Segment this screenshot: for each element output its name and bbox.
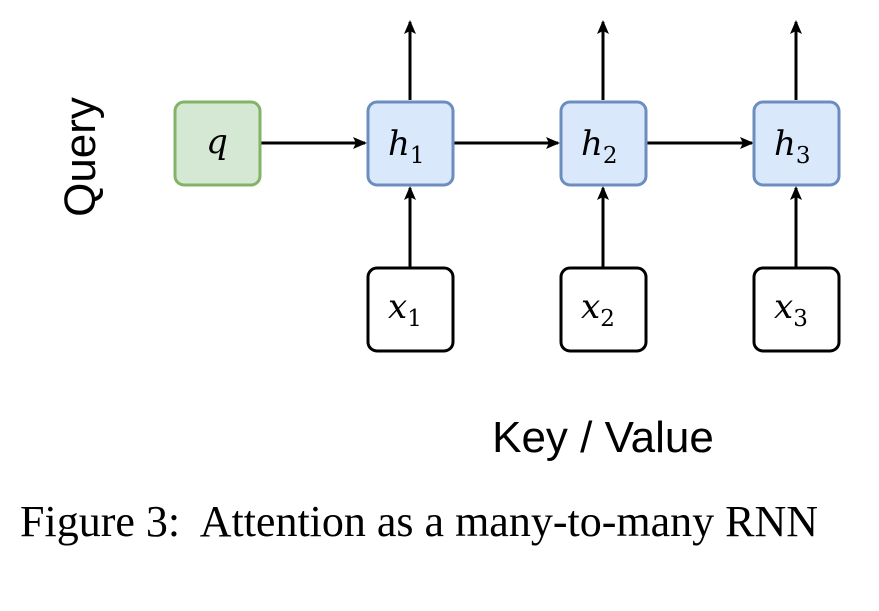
hidden-node-3: h3 (752, 100, 841, 187)
input-node-3-subscript: 3 (793, 306, 808, 332)
svg-text:x1: x1 (388, 287, 422, 332)
hidden-node-3-letter: h (774, 124, 796, 164)
hidden-node-3-subscript: 3 (796, 143, 811, 169)
hidden-node-1: h1 (366, 100, 455, 187)
input-node-3: x3 (752, 266, 841, 353)
figure-caption-text: Attention as a many-to-many RNN (199, 497, 819, 546)
input-node-2-letter: x (581, 287, 600, 327)
query-axis-label: Query (56, 97, 105, 217)
svg-text:h1: h1 (388, 124, 425, 169)
svg-text:h2: h2 (581, 124, 618, 169)
hidden-node-2: h2 (559, 100, 648, 187)
svg-text:h3: h3 (774, 124, 811, 169)
query-node-label: q (206, 122, 228, 162)
rnn-attention-diagram: Query q h1 h2 h3 x1 (56, 20, 841, 462)
hidden-node-2-subscript: 2 (603, 143, 618, 169)
svg-text:x2: x2 (581, 287, 615, 332)
input-node-2: x2 (559, 266, 648, 353)
hidden-node-1-letter: h (388, 124, 410, 164)
hidden-node-2-letter: h (581, 124, 603, 164)
input-node-1: x1 (366, 266, 455, 353)
keyvalue-axis-label: Key / Value (492, 413, 714, 462)
input-node-1-letter: x (388, 287, 407, 327)
input-node-1-subscript: 1 (407, 306, 422, 332)
figure-caption-label: Figure 3: (20, 497, 181, 546)
query-node: q (173, 100, 262, 187)
input-node-3-letter: x (774, 287, 793, 327)
svg-text:x3: x3 (774, 287, 808, 332)
input-node-2-subscript: 2 (600, 306, 615, 332)
figure-caption: Figure 3: Attention as a many-to-many RN… (20, 497, 855, 547)
hidden-node-1-subscript: 1 (410, 143, 425, 169)
